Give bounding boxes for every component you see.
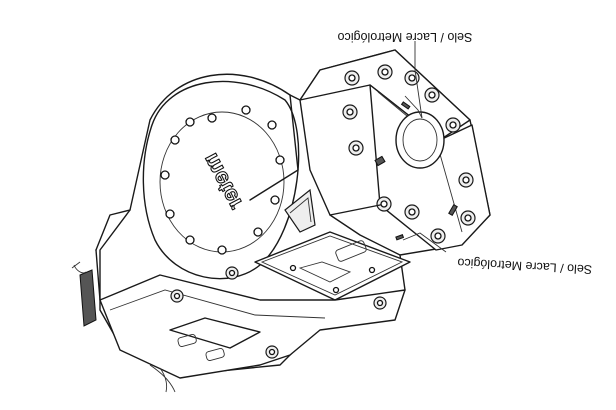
seal-label-top: Selo / Lacre Metrológico <box>338 30 473 44</box>
seal-label-bottom: Selo / Lacre Metrológico <box>457 255 592 276</box>
callout-seal-bottom <box>395 232 447 253</box>
base-bolts <box>170 266 387 359</box>
housing-body <box>71 49 491 393</box>
left-flange-bolt-holes <box>160 105 285 255</box>
end-cover-bolts <box>342 64 476 244</box>
callout-seal-top <box>400 41 423 119</box>
drain-cable <box>149 364 176 393</box>
left-fitting <box>79 269 97 327</box>
support-rib <box>284 188 316 233</box>
inspection-window <box>395 111 445 169</box>
